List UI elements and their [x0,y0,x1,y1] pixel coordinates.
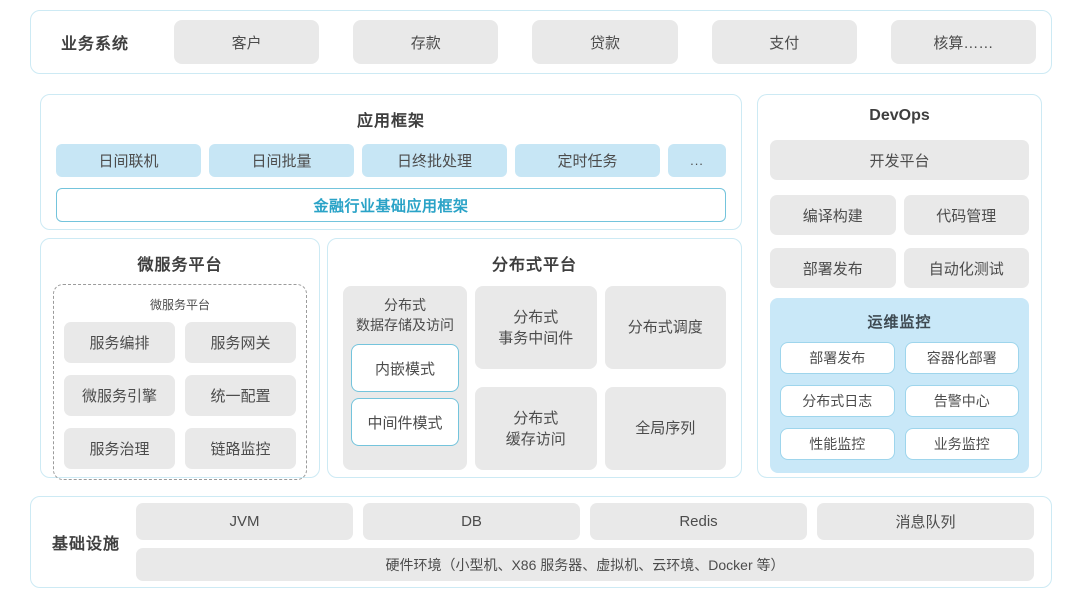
devops-item: 自动化测试 [903,248,1029,288]
app-framework-panel: 应用框架 日间联机 日间批量 日终批处理 定时任务 ... 金融行业基础应用框架 [40,94,742,230]
devops-title: DevOps [869,107,930,124]
microservice-title: 微服务平台 [137,257,223,274]
distributed-item: 分布式 缓存访问 [475,387,597,470]
devops-items-grid: 编译构建 代码管理 部署发布 自动化测试 [770,195,1029,288]
microservice-inner-box: 微服务平台 服务编排 服务网关 微服务引擎 统一配置 服务治理 链路监控 [53,284,307,480]
devops-item: 编译构建 [770,195,896,235]
app-framework-title: 应用框架 [356,113,425,130]
devops-panel: DevOps 开发平台 编译构建 代码管理 部署发布 自动化测试 运维监控 部署… [757,94,1042,478]
app-framework-item-more: ... [668,144,726,177]
distributed-storage-box: 分布式 数据存储及访问 内嵌模式 中间件模式 [343,286,467,470]
app-framework-item: 定时任务 [515,144,660,177]
ops-monitoring-grid: 部署发布 容器化部署 分布式日志 告警中心 性能监控 业务监控 [780,342,1019,460]
business-items-row: 客户 存款 贷款 支付 核算…… [174,20,1037,64]
microservice-item: 微服务引擎 [64,375,175,416]
microservice-panel: 微服务平台 微服务平台 服务编排 服务网关 微服务引擎 统一配置 服务治理 链路… [40,238,320,480]
monitoring-item: 部署发布 [780,342,895,374]
business-item: 客户 [174,20,320,64]
microservice-items-grid: 服务编排 服务网关 微服务引擎 统一配置 服务治理 链路监控 [64,322,296,469]
monitoring-item: 分布式日志 [780,385,895,417]
infrastructure-item: Redis [590,503,807,540]
infrastructure-item: 消息队列 [817,503,1034,540]
app-framework-items-row: 日间联机 日间批量 日终批处理 定时任务 ... [56,144,726,177]
app-framework-item: 日间批量 [209,144,354,177]
distributed-panel: 分布式平台 分布式 数据存储及访问 内嵌模式 中间件模式 分布式 事务中间件 分… [327,238,742,478]
microservice-item: 链路监控 [185,428,296,469]
distributed-title: 分布式平台 [491,257,577,274]
microservice-inner-label: 微服务平台 [149,298,210,312]
distributed-item: 分布式 事务中间件 [475,286,597,369]
infrastructure-content: JVM DB Redis 消息队列 硬件环境（小型机、X86 服务器、虚拟机、云… [136,503,1034,581]
business-item: 贷款 [532,20,678,64]
infrastructure-items-row: JVM DB Redis 消息队列 [136,503,1034,540]
ops-monitoring-title: 运维监控 [867,314,932,331]
microservice-item: 服务网关 [185,322,296,363]
distributed-item: 分布式调度 [604,286,726,369]
monitoring-item: 性能监控 [780,428,895,460]
microservice-item: 统一配置 [185,375,296,416]
microservice-item: 服务治理 [64,428,175,469]
monitoring-item: 告警中心 [904,385,1019,417]
storage-mode-item: 中间件模式 [351,398,459,447]
microservice-item: 服务编排 [64,322,175,363]
monitoring-item: 业务监控 [904,428,1019,460]
base-framework-box: 金融行业基础应用框架 [56,188,726,222]
storage-mode-item: 内嵌模式 [351,344,459,393]
business-item: 核算…… [890,20,1037,64]
distributed-grid: 分布式 数据存储及访问 内嵌模式 中间件模式 分布式 事务中间件 分布式调度 分… [343,286,726,470]
business-item: 支付 [711,20,857,64]
infrastructure-label: 基础设施 [51,536,120,553]
app-framework-item: 日间联机 [56,144,201,177]
infrastructure-panel: 基础设施 JVM DB Redis 消息队列 硬件环境（小型机、X86 服务器、… [30,496,1052,588]
business-item: 存款 [353,20,499,64]
distributed-item: 全局序列 [604,387,726,470]
distributed-storage-title: 分布式 数据存储及访问 [356,297,454,333]
devops-item: 部署发布 [770,248,896,288]
monitoring-item: 容器化部署 [904,342,1019,374]
infrastructure-item: DB [363,503,580,540]
business-systems-panel: 业务系统 客户 存款 贷款 支付 核算…… [30,10,1052,74]
storage-modes: 内嵌模式 中间件模式 [351,344,459,447]
hardware-environment-box: 硬件环境（小型机、X86 服务器、虚拟机、云环境、Docker 等） [136,548,1034,581]
dev-platform-box: 开发平台 [770,140,1029,180]
devops-item: 代码管理 [903,195,1029,235]
app-framework-item: 日终批处理 [362,144,507,177]
ops-monitoring-panel: 运维监控 部署发布 容器化部署 分布式日志 告警中心 性能监控 业务监控 [770,298,1029,473]
infrastructure-item: JVM [136,503,353,540]
business-systems-label: 业务系统 [60,36,129,53]
